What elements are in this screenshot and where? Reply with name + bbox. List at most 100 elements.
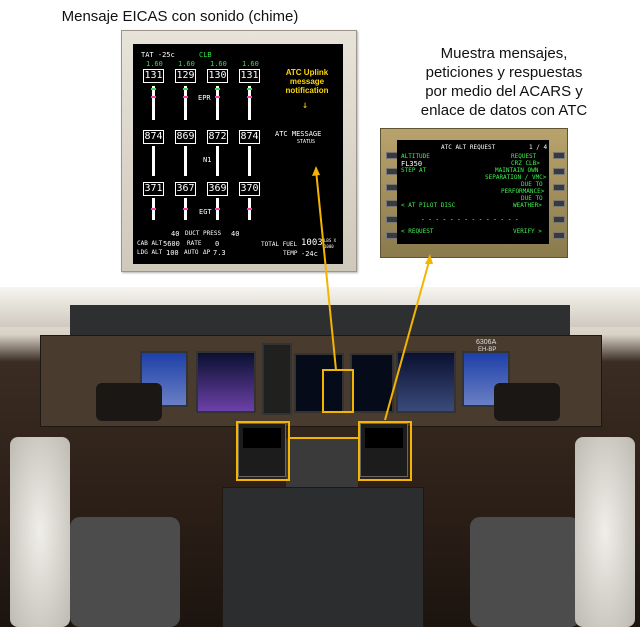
fuel-temp-label: TEMP — [283, 250, 298, 257]
cdu-display: ATC ALT REQUEST 1 / 4 ALTITUDE REQUEST F… — [397, 140, 549, 244]
captain-cdu — [238, 423, 286, 477]
atc-note-line: message — [289, 77, 325, 86]
egt-label: EGT — [199, 208, 212, 216]
cdu-line-select-key[interactable] — [553, 184, 565, 191]
epr-readout: 130 — [207, 69, 228, 83]
n1-tape — [184, 146, 187, 176]
duct-press-left: 40 — [171, 230, 180, 238]
cdu-row-label: MAINTAIN OWN — [495, 167, 539, 174]
cdu-line-select-key[interactable] — [553, 200, 565, 207]
cab-alt-label: CAB ALT — [137, 240, 163, 247]
acars-caption-line: por medio del ACARS y — [425, 83, 583, 100]
atc-note-line: notification — [285, 86, 329, 95]
captain-yoke — [96, 383, 162, 421]
cdu-line-select-key[interactable] — [553, 232, 565, 239]
cdu-scratchpad: - - - - - - - - - - - - - - — [421, 216, 519, 223]
cdu-option: WEATHER> — [513, 202, 542, 209]
captain-seat — [70, 517, 180, 627]
cdu-request-option: < REQUEST — [401, 228, 434, 235]
epr-tape — [216, 86, 219, 120]
total-fuel-label: TOTAL FUEL — [261, 241, 298, 248]
cdu-row-label: STEP AT — [401, 167, 427, 174]
acars-caption: Muestra mensajes, peticiones y respuesta… — [368, 44, 640, 120]
cdu-row-label: ALTITUDE — [401, 153, 430, 160]
down-arrow-icon: ↓ — [302, 100, 309, 111]
fo-navigation-display — [396, 351, 456, 413]
cdu-line-select-key[interactable] — [553, 152, 565, 159]
epr-tape — [152, 86, 155, 120]
atc-message-status: STATUS — [297, 139, 316, 145]
egt-bug — [215, 208, 220, 210]
cdu-row-label: DUE TO — [521, 181, 543, 188]
n1-tape — [248, 146, 251, 176]
acars-caption-line: Muestra mensajes, — [440, 45, 568, 62]
n1-readout: 872 — [207, 130, 228, 144]
cdu-option: SEPARATION / VMC> — [485, 174, 547, 181]
fuel-multiplier: 1000 — [324, 244, 334, 249]
eicas-tat: TAT -25c — [141, 51, 175, 59]
n1-readout: 874 — [239, 130, 260, 144]
rate-value: 0 — [215, 240, 220, 248]
eicas-ref: 1.60 — [146, 60, 163, 68]
epr-target-marker — [183, 88, 188, 90]
cdu-callout-line — [384, 257, 431, 421]
eicas-callout-line — [315, 169, 337, 371]
epr-bug — [183, 96, 188, 98]
acars-caption-line: enlace de datos con ATC — [420, 102, 588, 119]
n1-tape — [152, 146, 155, 176]
cdu-line-select-key[interactable] — [553, 216, 565, 223]
epr-readout: 129 — [175, 69, 196, 83]
navigation-display — [196, 351, 256, 413]
ldg-alt-label: LDG ALT — [137, 249, 163, 256]
captain-seat-cover — [10, 437, 70, 627]
eicas-callout-arrowhead — [312, 166, 320, 176]
cdu-row-label: DUE TO — [521, 195, 543, 202]
atc-uplink-note: ATC Uplink message notification — [275, 68, 339, 95]
eicas-clb: CLB — [199, 51, 212, 59]
total-fuel-value: 1003 — [301, 238, 323, 248]
delta-p-label: ΔP — [203, 249, 211, 256]
epr-bug — [215, 96, 220, 98]
center-pedestal — [222, 487, 424, 627]
cdu-option: < AT PILOT DISC — [401, 202, 456, 209]
rate-label: RATE — [187, 240, 202, 247]
epr-readout: 131 — [239, 69, 260, 83]
cdu-link-line — [288, 437, 358, 439]
fo-seat — [470, 517, 580, 627]
fuel-temp-value: -24c — [301, 250, 318, 258]
n1-tape — [216, 146, 219, 176]
acars-caption-line: peticiones y respuestas — [425, 64, 583, 81]
egt-readout: 370 — [239, 182, 260, 196]
eicas-ref: 1.60 — [210, 60, 227, 68]
fo-cdu — [360, 423, 408, 477]
egt-bug — [247, 208, 252, 210]
fuel-unit: LBS X — [324, 238, 337, 243]
n1-readout: 874 — [143, 130, 164, 144]
captain-cdu-highlight-box — [236, 421, 290, 481]
lower-eicas-display — [350, 353, 394, 413]
epr-target-marker — [151, 88, 156, 90]
upper-eicas-display — [294, 353, 344, 413]
egt-bug — [151, 208, 156, 210]
eicas-highlight-box — [322, 369, 354, 413]
epr-target-marker — [215, 88, 220, 90]
egt-readout: 371 — [143, 182, 164, 196]
n1-label: N1 — [203, 156, 212, 164]
epr-bug — [247, 96, 252, 98]
eicas-caption: Mensaje EICAS con sonido (chime) — [61, 8, 299, 25]
epr-tape — [184, 86, 187, 120]
duct-press-label: DUCT PRESS — [185, 230, 222, 237]
auto-label: AUTO — [184, 249, 199, 256]
fo-yoke — [494, 383, 560, 421]
egt-readout: 367 — [175, 182, 196, 196]
cdu-line-select-key[interactable] — [553, 168, 565, 175]
epr-readout: 131 — [143, 69, 164, 83]
egt-readout: 369 — [207, 182, 228, 196]
fo-cdu-highlight-box — [358, 421, 412, 481]
cockpit-photo: 6306A EH-BP — [0, 287, 640, 627]
egt-bug — [183, 208, 188, 210]
cdu-callout-arrowhead — [425, 254, 433, 264]
ldg-alt-value: 100 — [166, 249, 179, 257]
cab-alt-value: 5600 — [163, 240, 180, 248]
